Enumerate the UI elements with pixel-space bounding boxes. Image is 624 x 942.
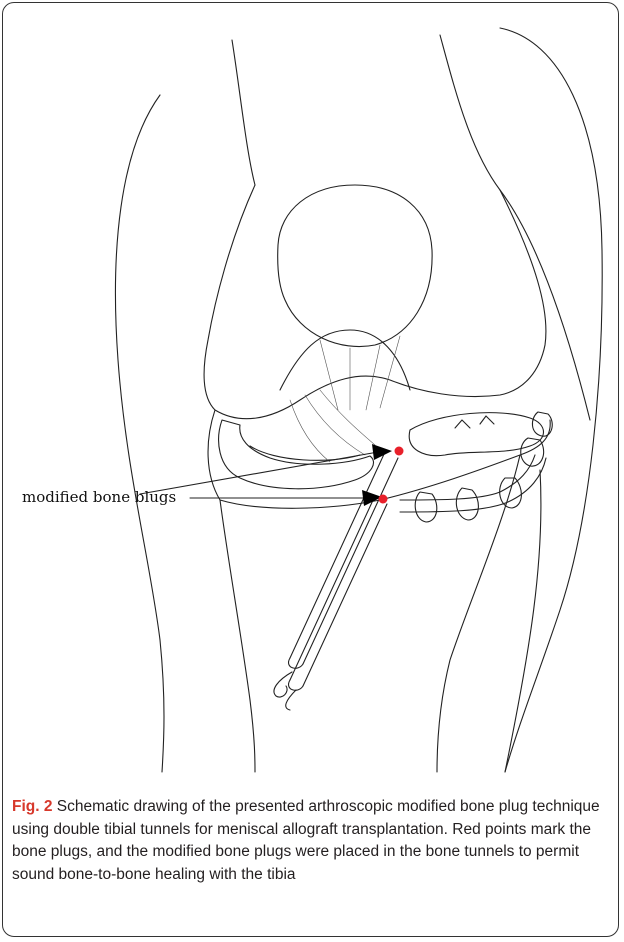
bone-plug-marker-upper <box>395 447 404 456</box>
figure-caption: Fig. 2 Schematic drawing of the presente… <box>12 796 608 886</box>
tibial-tunnel-2 <box>290 498 387 686</box>
inner-thigh-contour <box>232 40 255 185</box>
inner-thigh-contour-2 <box>440 35 590 420</box>
meniscus-tube-lower <box>400 458 546 512</box>
suture-exit <box>274 672 296 710</box>
caption-text: Schematic drawing of the presented arthr… <box>12 798 600 883</box>
meniscus-marks <box>455 416 494 428</box>
knee-schematic-drawing: modified bone blugs <box>0 0 624 790</box>
outer-leg-contour-right <box>500 28 602 772</box>
femur-outline <box>204 185 546 419</box>
callout-label: modified bone blugs <box>22 488 176 506</box>
suture-loop-3 <box>500 478 522 508</box>
medial-meniscus <box>219 420 374 489</box>
fibula-edge <box>505 470 541 772</box>
tunnel-end-caps <box>289 658 303 690</box>
suture-loop-2 <box>456 488 478 520</box>
caption-figure-label: Fig. 2 <box>12 798 52 815</box>
patella-outline <box>278 185 432 347</box>
tibia-left-edge <box>220 500 255 772</box>
outer-leg-contour-left <box>115 95 164 772</box>
suture-loop-1 <box>415 492 437 522</box>
lateral-meniscus-allograft <box>409 413 543 456</box>
bone-plug-marker-lower <box>379 495 388 504</box>
tibial-plateau <box>208 410 550 508</box>
